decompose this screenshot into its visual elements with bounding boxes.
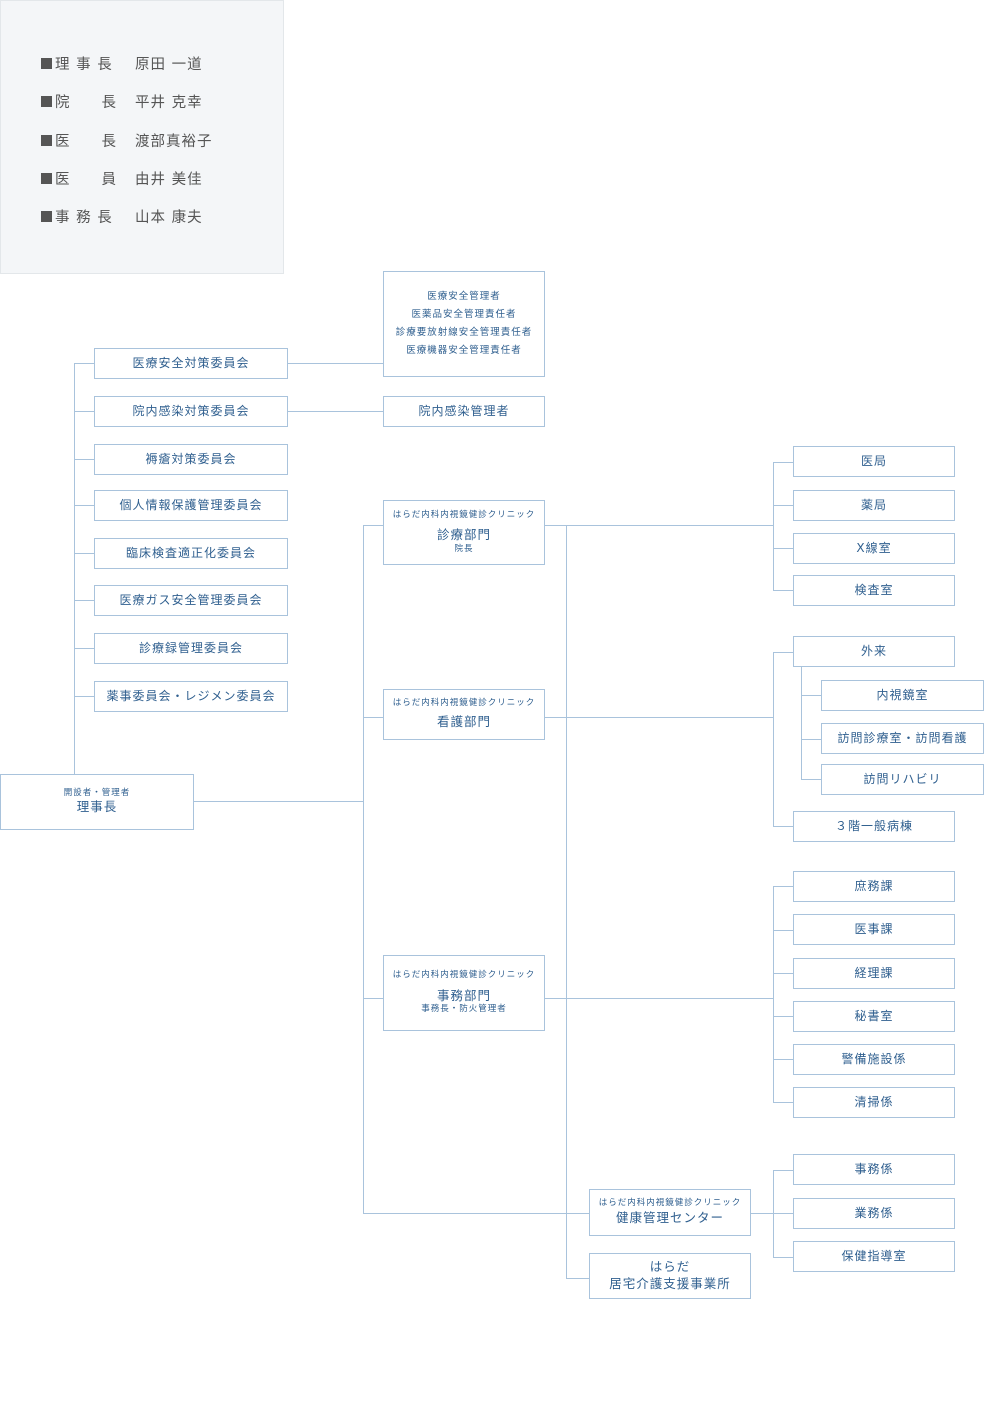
department-subtitle: 院長 — [454, 543, 474, 554]
chairman-box: 開設者・管理者理事長 — [0, 774, 194, 830]
department-title: 診療部門 — [436, 527, 491, 543]
manager-title: 医療機器安全管理責任者 — [406, 345, 522, 356]
unit-box: 事務係 — [793, 1154, 955, 1185]
staff-role: 院 長 — [55, 95, 117, 111]
unit-box: 庶務課 — [793, 871, 955, 902]
chairman-title: 理事長 — [76, 799, 118, 815]
office-name-line: はらだ — [649, 1259, 691, 1275]
unit-box: 保健指導室 — [793, 1241, 955, 1272]
staff-role: 事 務 長 — [55, 210, 113, 226]
committee-box: 褥瘡対策委員会 — [94, 444, 288, 475]
office-name-line: 居宅介護支援事業所 — [609, 1276, 731, 1291]
infection-manager-box: 院内感染管理者 — [383, 396, 545, 427]
unit-box: 経理課 — [793, 958, 955, 989]
staff-name: 山本 康夫 — [135, 210, 203, 226]
manager-title: 医療安全管理者 — [427, 291, 501, 302]
clinic-name: はらだ内科内視鏡健診クリニック — [392, 509, 536, 520]
safety-managers-box: 医療安全管理者 医薬品安全管理責任者 診療要放射線安全管理責任者 医療機器安全管… — [383, 271, 545, 377]
medical-department-box: はらだ内科内視鏡健診クリニック診療部門院長 — [383, 500, 545, 565]
department-subtitle: 事務長・防火管理者 — [421, 1004, 507, 1015]
committee-box: 個人情報保護管理委員会 — [94, 490, 288, 521]
committee-box: 薬事委員会・レジメン委員会 — [94, 681, 288, 712]
committee-box: 院内感染対策委員会 — [94, 396, 288, 427]
unit-box: 検査室 — [793, 575, 955, 606]
department-title: 健康管理センター — [615, 1209, 724, 1225]
manager-title: 医薬品安全管理責任者 — [411, 309, 517, 320]
unit-box: X線室 — [793, 533, 955, 564]
staff-row: 事 務 長 山本 康夫 — [41, 206, 203, 227]
staff-name: 原田 一道 — [135, 57, 203, 73]
unit-box: 警備施設係 — [793, 1044, 955, 1075]
staff-name: 由井 美佳 — [135, 172, 203, 188]
committee-box: 臨床検査適正化委員会 — [94, 538, 288, 569]
square-bullet-icon — [41, 135, 52, 146]
unit-box: 業務係 — [793, 1198, 955, 1229]
staff-list-panel: 理 事 長 原田 一道 院 長 平井 克幸 医 長 渡部真裕子 医 員 由井 美佳 事 … — [0, 0, 284, 274]
unit-box: 外来 — [793, 636, 955, 667]
square-bullet-icon — [41, 58, 52, 69]
staff-role: 医 員 — [55, 172, 117, 188]
committee-box: 医療安全対策委員会 — [94, 348, 288, 379]
unit-box: 医事課 — [793, 914, 955, 945]
staff-row: 医 員 由井 美佳 — [41, 168, 203, 189]
clinic-name: はらだ内科内視鏡健診クリニック — [392, 698, 536, 709]
chairman-subtitle: 開設者・管理者 — [63, 787, 131, 798]
staff-role: 医 長 — [55, 134, 117, 150]
staff-name: 渡部真裕子 — [135, 134, 213, 150]
committee-box: 診療録管理委員会 — [94, 633, 288, 664]
unit-box: 秘書室 — [793, 1001, 955, 1032]
unit-box: ３階一般病棟 — [793, 811, 955, 842]
unit-box: 清掃係 — [793, 1087, 955, 1118]
staff-row: 院 長 平井 克幸 — [41, 91, 203, 112]
clinic-name: はらだ内科内視鏡健診クリニック — [598, 1198, 742, 1209]
square-bullet-icon — [41, 96, 52, 107]
square-bullet-icon — [41, 211, 52, 222]
square-bullet-icon — [41, 173, 52, 184]
admin-department-box: はらだ内科内視鏡健診クリニック事務部門事務長・防火管理者 — [383, 955, 545, 1031]
staff-role: 理 事 長 — [55, 57, 113, 73]
health-center-box: はらだ内科内視鏡健診クリニック健康管理センター — [589, 1189, 751, 1236]
sub-unit-box: 訪問リハビリ — [821, 764, 984, 795]
manager-title: 診療要放射線安全管理責任者 — [395, 327, 533, 338]
staff-row: 理 事 長 原田 一道 — [41, 53, 203, 74]
committee-box: 医療ガス安全管理委員会 — [94, 585, 288, 616]
unit-box: 薬局 — [793, 490, 955, 521]
unit-box: 医局 — [793, 446, 955, 477]
clinic-name: はらだ内科内視鏡健診クリニック — [392, 970, 536, 981]
care-support-office-box: はらだ居宅介護支援事業所 — [589, 1253, 751, 1299]
sub-unit-box: 訪問診療室・訪問看護 — [821, 723, 984, 754]
department-title: 事務部門 — [436, 987, 491, 1003]
nursing-department-box: はらだ内科内視鏡健診クリニック看護部門 — [383, 689, 545, 740]
staff-row: 医 長 渡部真裕子 — [41, 130, 213, 151]
department-title: 看護部門 — [436, 713, 491, 729]
sub-unit-box: 内視鏡室 — [821, 680, 984, 711]
staff-name: 平井 克幸 — [135, 95, 203, 111]
